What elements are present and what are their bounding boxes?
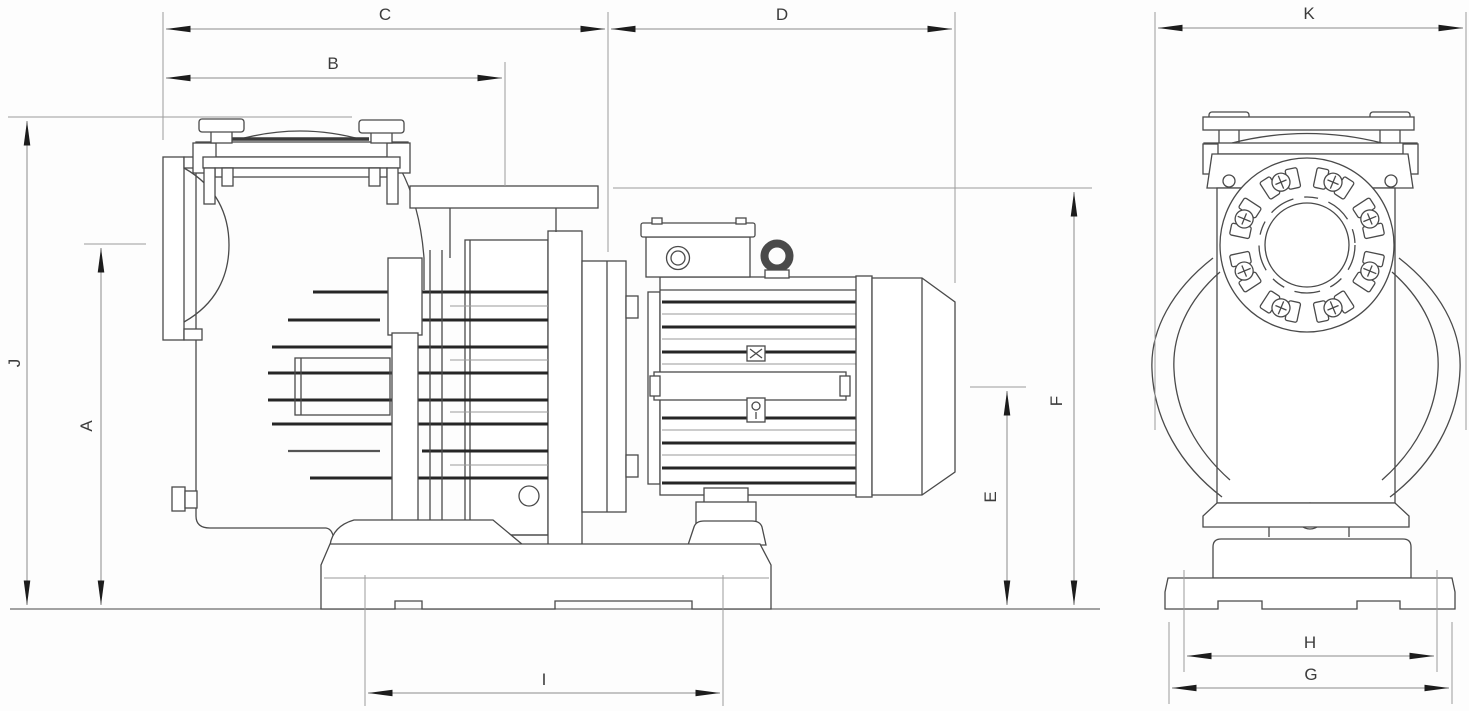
dim-label-j: J	[5, 359, 24, 368]
dimension-h: H	[1183, 570, 1438, 672]
pump-front-view	[1151, 111, 1461, 610]
strainer-pot	[162, 156, 425, 545]
front-flange-disc	[1219, 157, 1395, 333]
dimension-g: G	[1168, 622, 1453, 704]
dim-label-k: K	[1303, 4, 1315, 23]
front-base-slab	[1164, 577, 1456, 610]
dim-label-e: E	[981, 491, 1000, 502]
cable-gland	[665, 245, 691, 271]
lifting-eye	[760, 239, 794, 279]
base-side-view	[320, 519, 772, 610]
strainer-lid	[192, 118, 411, 205]
dim-label-h: H	[1304, 633, 1316, 652]
front-base	[1164, 502, 1456, 610]
lid-knob	[358, 119, 405, 144]
dimension-a: A	[77, 243, 146, 606]
pump-side-view	[10, 118, 1100, 610]
lid-clamp-bar	[1202, 116, 1415, 131]
dimension-c: C	[162, 5, 609, 252]
flange-screws	[1234, 172, 1380, 318]
dim-label-f: F	[1047, 396, 1066, 406]
pot-wing-left	[1151, 257, 1223, 498]
discharge-flange	[409, 185, 599, 209]
motor-end-cap	[871, 277, 956, 496]
dim-label-b: B	[327, 54, 338, 73]
dimensions: C D B J A E F	[5, 4, 1467, 706]
motor	[640, 217, 956, 545]
pump-casing	[409, 185, 639, 546]
dimension-k: K	[1154, 4, 1467, 430]
dimension-j: J	[5, 116, 352, 606]
lid-knob	[198, 118, 245, 144]
lid-dome	[236, 130, 364, 141]
base-slab	[320, 543, 772, 610]
dim-label-g: G	[1304, 665, 1317, 684]
terminal-box	[640, 217, 756, 278]
casing-plug	[518, 485, 540, 507]
motor-adapter	[581, 260, 627, 513]
dim-label-c: C	[379, 5, 391, 24]
pot-wing-right	[1389, 257, 1461, 498]
inlet-flange	[162, 156, 185, 341]
dimension-e: E	[970, 386, 1026, 606]
motor-nameplate	[653, 371, 847, 401]
dim-label-a: A	[77, 420, 96, 432]
dimension-b: B	[165, 54, 506, 186]
dimension-d: D	[610, 5, 956, 283]
casing-ribs	[268, 250, 548, 536]
seal-housing-plate	[547, 230, 583, 546]
dimension-i: I	[364, 575, 724, 706]
dimension-f: F	[613, 187, 1092, 606]
dim-label-d: D	[776, 5, 788, 24]
diffuser-bar	[387, 257, 423, 336]
suction-axis-box	[294, 357, 391, 416]
dim-label-i: I	[542, 670, 547, 689]
drain-plug	[171, 486, 186, 512]
